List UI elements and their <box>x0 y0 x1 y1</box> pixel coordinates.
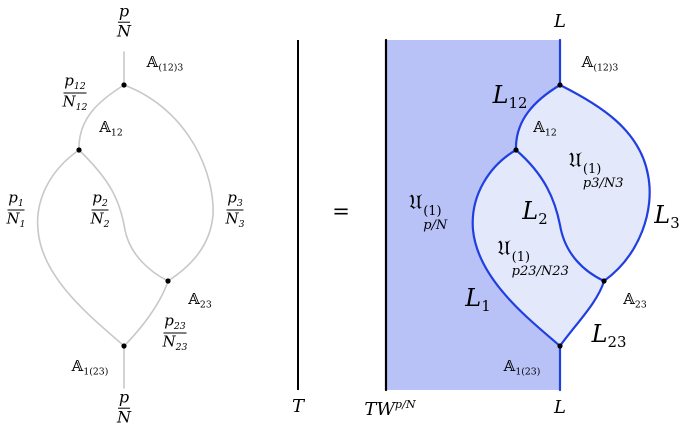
right-edge-l12 <box>514 83 562 152</box>
left-node-label-a23: 𝔸23 <box>188 290 212 311</box>
right-edge-label-l2: L2 <box>522 196 548 229</box>
left-node-a123 <box>121 82 127 88</box>
left-node-a23 <box>165 278 171 284</box>
right-node-label-a123: 𝔸(12)3 <box>581 53 619 74</box>
right-edge-label-l1: L1 <box>465 283 491 316</box>
left-edge-1 <box>36 149 125 347</box>
left-edge-3 <box>123 84 214 282</box>
right-edge-label-l12: L12 <box>492 80 528 113</box>
right-top-l: L <box>554 11 566 32</box>
right-node-a23 <box>601 278 607 284</box>
divider-label-t: T <box>291 396 305 417</box>
equals-sign: = <box>332 199 350 224</box>
left-edge-23 <box>123 280 169 347</box>
left-node-a1-23 <box>121 343 127 349</box>
right-node-a123 <box>557 82 563 88</box>
right-node-label-a1-23: 𝔸1(23) <box>503 357 541 378</box>
right-node-label-a23: 𝔸23 <box>623 290 647 311</box>
right-node-a1-23 <box>557 343 563 349</box>
region-label-u-p23: 𝔘(1)p23/N23 <box>497 235 569 279</box>
left-edge-2 <box>78 149 169 282</box>
tw-label: TWp/N <box>364 398 416 420</box>
left-node-label-a123: 𝔸(12)3 <box>146 53 184 74</box>
region-label-u-pn: 𝔘(1)p/N <box>408 189 448 233</box>
region-label-u-p3: 𝔘(1)p3/N3 <box>568 147 624 191</box>
right-edge-l3 <box>558 83 651 283</box>
left-edge-12 <box>78 84 125 151</box>
right-edge-l2 <box>514 148 606 283</box>
left-node-label-a12: 𝔸12 <box>99 118 123 139</box>
left-node-a12 <box>76 147 82 153</box>
right-node-label-a12: 𝔸12 <box>533 118 557 139</box>
right-node-a12 <box>513 147 519 153</box>
right-edge-label-l23: L23 <box>591 319 627 352</box>
right-bottom-l: L <box>554 397 566 418</box>
right-edge-l23 <box>558 279 606 348</box>
right-edge-label-l3: L3 <box>654 200 680 233</box>
right-edge-l1 <box>471 148 562 348</box>
left-node-label-a1-23: 𝔸1(23) <box>71 357 109 378</box>
